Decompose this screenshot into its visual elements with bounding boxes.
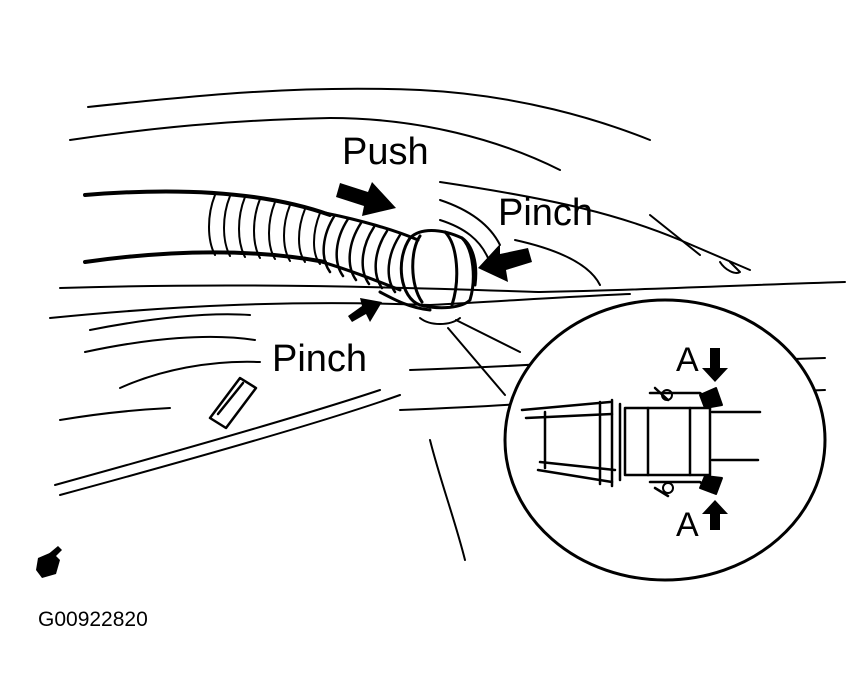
detail-arrow-up xyxy=(702,500,728,530)
push-label: Push xyxy=(342,131,429,173)
pinch-label-upper: Pinch xyxy=(498,192,593,234)
push-arrow xyxy=(336,182,396,216)
pinch-label-lower: Pinch xyxy=(272,338,367,380)
detail-connector xyxy=(520,386,762,498)
retaining-clip xyxy=(208,376,258,430)
pinch-arrow-right xyxy=(478,244,532,282)
detail-a-label-top: A xyxy=(676,341,699,379)
detail-leader xyxy=(419,317,521,396)
detail-arrow-down xyxy=(702,348,728,382)
figure-id: G00922820 xyxy=(38,608,148,631)
detail-tabs xyxy=(699,387,723,495)
wrench-book-icon xyxy=(36,546,62,578)
detail-circle xyxy=(503,298,827,582)
quick-connector xyxy=(378,229,478,312)
lower-rail xyxy=(54,389,401,496)
detail-a-label-bottom: A xyxy=(676,506,699,544)
pinch-arrow-left xyxy=(348,298,382,322)
